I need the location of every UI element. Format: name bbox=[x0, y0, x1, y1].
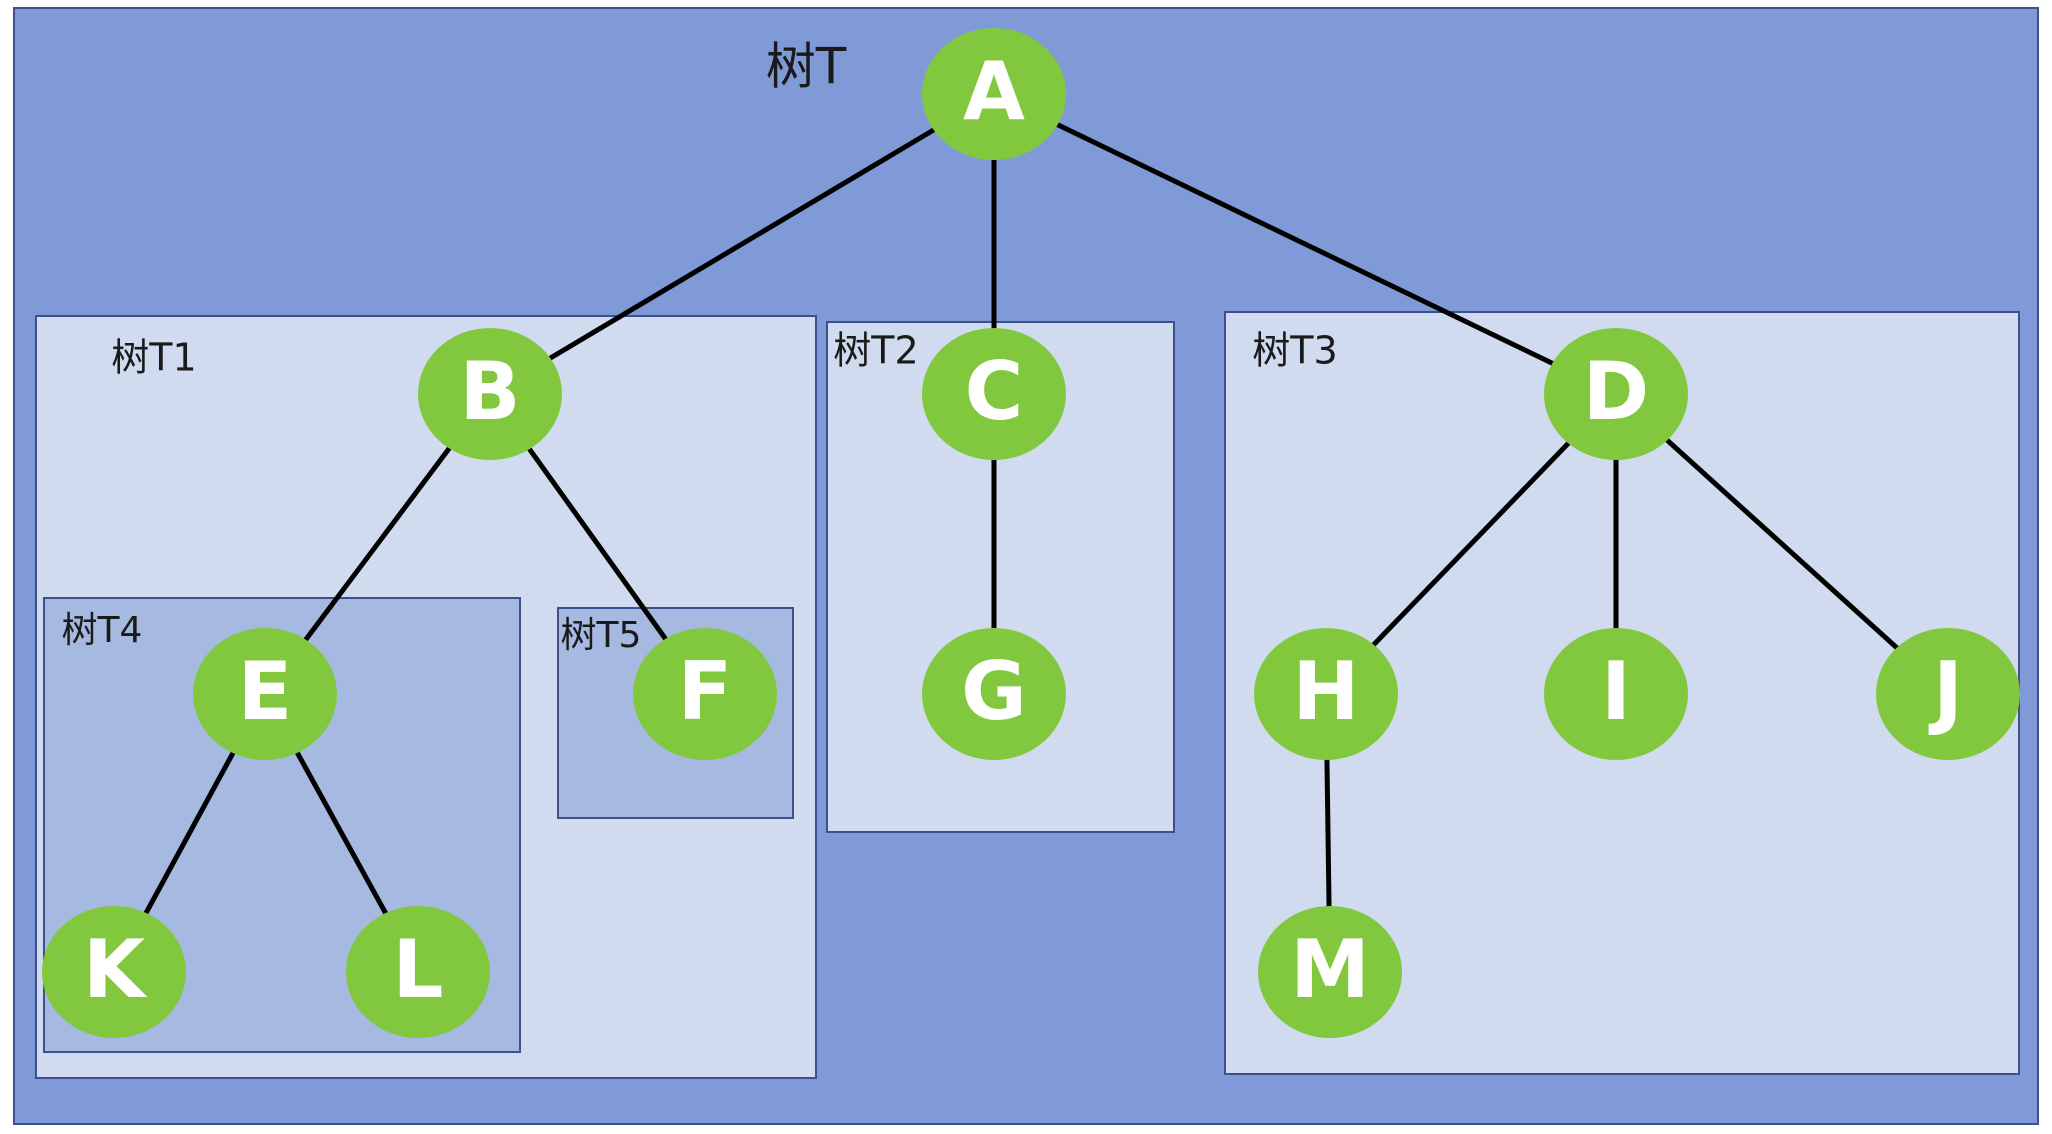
edge-b-e bbox=[302, 444, 453, 644]
node-f-label: F bbox=[678, 645, 733, 738]
node-j: J bbox=[1876, 628, 2020, 760]
edge-d-h bbox=[1370, 439, 1572, 649]
node-d: D bbox=[1544, 328, 1688, 460]
node-f: F bbox=[633, 628, 777, 760]
node-h-label: H bbox=[1293, 645, 1360, 738]
region-t1-label: 树T1 bbox=[111, 336, 196, 380]
edge-d-j bbox=[1663, 436, 1901, 652]
edge-b-f bbox=[526, 445, 669, 643]
node-g: G bbox=[922, 628, 1066, 760]
node-d-circle bbox=[1544, 328, 1688, 460]
region-t3-label: 树T3 bbox=[1252, 329, 1337, 373]
node-a-label: A bbox=[963, 45, 1025, 138]
region-t4-label: 树T4 bbox=[62, 610, 143, 651]
node-i-circle bbox=[1544, 628, 1688, 760]
edge-e-k bbox=[142, 749, 237, 917]
node-j-label: J bbox=[1928, 645, 1963, 738]
node-b: B bbox=[418, 328, 562, 460]
node-k-label: K bbox=[83, 923, 148, 1016]
nodes-layer: A B C D E F G H I J K L M bbox=[42, 28, 2020, 1038]
node-l: L bbox=[346, 906, 490, 1038]
node-h-circle bbox=[1254, 628, 1398, 760]
edge-h-m bbox=[1324, 756, 1332, 910]
node-a-circle bbox=[922, 28, 1066, 160]
node-a: A bbox=[922, 28, 1066, 160]
node-b-circle bbox=[418, 328, 562, 460]
node-f-circle bbox=[633, 628, 777, 760]
node-m-label: M bbox=[1290, 923, 1370, 1016]
node-e-circle bbox=[193, 628, 337, 760]
edges-layer bbox=[142, 121, 1901, 917]
node-g-label: G bbox=[961, 645, 1027, 738]
region-t5-label: 树T5 bbox=[561, 615, 642, 656]
node-i-label: I bbox=[1601, 645, 1631, 738]
node-e: E bbox=[193, 628, 337, 760]
node-b-label: B bbox=[460, 345, 521, 438]
node-m-circle bbox=[1258, 906, 1402, 1038]
node-c: C bbox=[922, 328, 1066, 460]
region-t-label: 树T bbox=[766, 38, 847, 96]
node-h: H bbox=[1254, 628, 1398, 760]
node-m: M bbox=[1258, 906, 1402, 1038]
node-l-label: L bbox=[393, 923, 444, 1016]
node-g-circle bbox=[922, 628, 1066, 760]
edge-a-d bbox=[1053, 121, 1557, 367]
node-c-circle bbox=[922, 328, 1066, 460]
node-c-label: C bbox=[965, 345, 1024, 438]
edge-e-l bbox=[294, 749, 389, 917]
node-i: I bbox=[1544, 628, 1688, 760]
node-e-label: E bbox=[238, 645, 293, 738]
node-l-circle bbox=[346, 906, 490, 1038]
region-t2-label: 树T2 bbox=[833, 329, 918, 373]
node-k: K bbox=[42, 906, 186, 1038]
regions-layer: 树T 树T1 树T2 树T3 树T4 树T5 bbox=[13, 7, 2039, 1125]
node-d-label: D bbox=[1583, 345, 1649, 438]
node-k-circle bbox=[42, 906, 186, 1038]
node-j-circle bbox=[1876, 628, 2020, 760]
edge-a-b bbox=[546, 126, 938, 362]
